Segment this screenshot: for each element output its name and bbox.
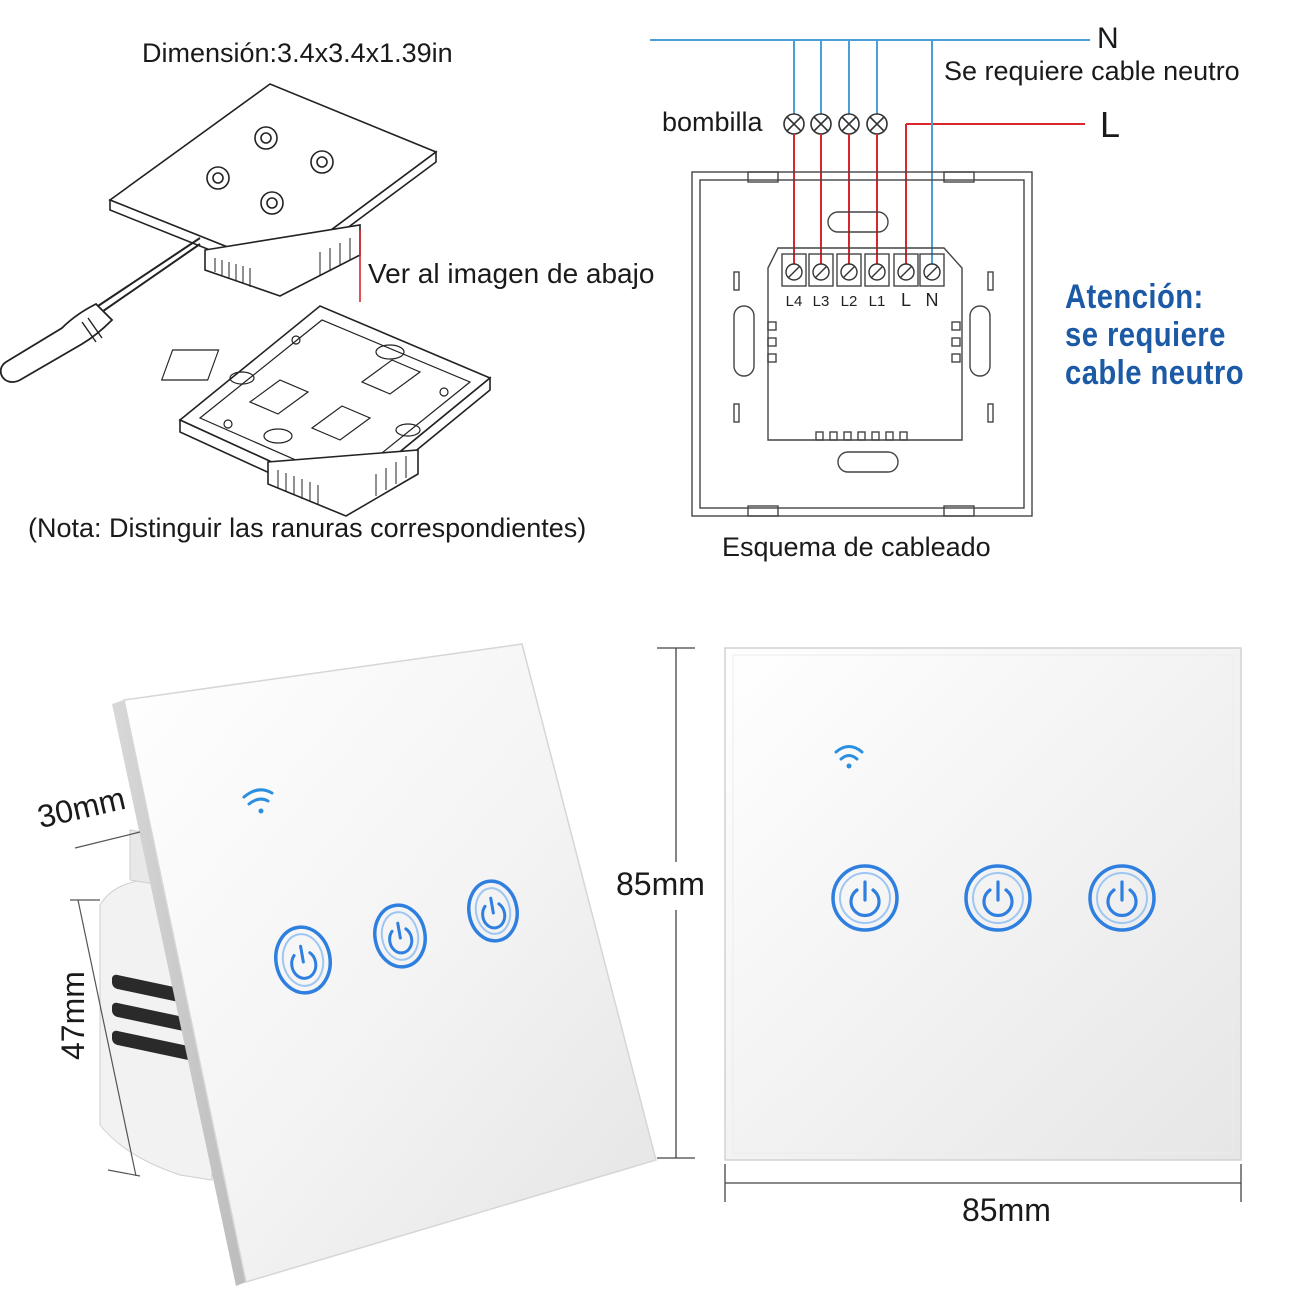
exploded-view [0,83,492,517]
switch-perspective-view [70,643,657,1286]
switch-front-view [657,647,1242,1202]
attention-line-2: se requiere [1065,316,1226,354]
bulb-label: bombilla [662,107,763,137]
note-label: (Nota: Distinguir las ranuras correspond… [28,513,587,543]
terminal-label: N [926,290,939,310]
power-button-icon [1088,864,1156,932]
exploded-panel-buttons [206,126,334,215]
wifi-icon [242,788,274,814]
attention-line-1: Atención: [1065,278,1204,316]
front-power-buttons [831,864,1156,932]
bulb-icons [783,113,888,135]
terminal-label: L [901,290,911,310]
attention-line-3: cable neutro [1065,354,1245,392]
neutral-required-label: Se requiere cable neutro [944,56,1240,86]
terminal-label: L1 [869,293,886,310]
power-button-icon [467,879,519,943]
left-power-buttons [274,879,519,995]
terminal-label: L2 [841,293,858,310]
terminal-label: L3 [813,293,830,310]
wiring-caption: Esquema de cableado [722,532,991,562]
see-below-label: Ver al imagen de abajo [368,258,655,289]
neutral-label: N [1097,22,1119,55]
height-dimension-label: 85mm [616,866,705,902]
terminal-screws [785,263,941,281]
screwdriver-icon [0,237,201,383]
power-button-icon [274,925,332,995]
wiring-diagram: L4 L3 L2 L1 L N [650,39,1090,517]
box-height-dimension-label: 47mm [55,971,91,1060]
power-button-icon [831,864,899,932]
wifi-icon [834,745,864,769]
power-button-icon [373,903,427,969]
terminal-label: L4 [786,293,803,310]
dimension-label: Dimensión:3.4x3.4x1.39in [142,38,453,68]
attention-note: Atención: se requiere cable neutro [1065,278,1263,392]
power-button-icon [964,864,1032,932]
live-label: L [1100,104,1121,145]
width-dimension-label: 85mm [962,1192,1051,1228]
